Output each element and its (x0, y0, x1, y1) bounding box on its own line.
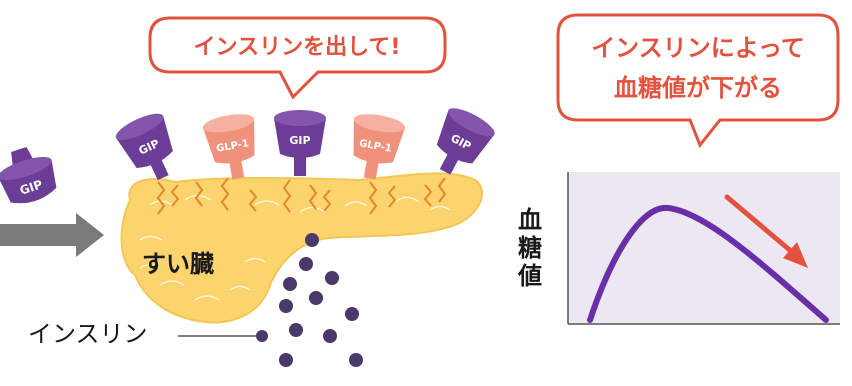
graph-y-label-3: 値 (517, 262, 542, 290)
insulin-dot (256, 330, 268, 342)
decrease-arrow (724, 194, 808, 268)
bubble-right-line1: インスリンによって (591, 34, 805, 62)
insulin-dot (349, 353, 363, 367)
insulin-dot (325, 271, 339, 285)
graph-y-label-2: 糖 (518, 234, 542, 262)
insulin-dot (279, 299, 293, 313)
insulin-dot (323, 329, 337, 343)
insulin-dot (305, 233, 319, 247)
bubble-right-line2: 血糖値が下がる (614, 74, 782, 102)
insulin-callout: インスリン (28, 320, 256, 348)
graph-y-label-1: 血 (518, 206, 542, 234)
insulin-dot (299, 257, 313, 271)
receptor-gip-1: GIP (115, 113, 173, 181)
bubble-left-text: インスリンを出して! (194, 35, 401, 60)
pancreas-label: すい臓 (142, 250, 214, 278)
input-arrow (0, 213, 104, 257)
insulin-dot (345, 307, 359, 321)
insulin-dot (289, 323, 303, 337)
pancreas: すい臓 (120, 172, 484, 324)
insulin-granules (256, 233, 363, 367)
speech-bubble-right: インスリンによって 血糖値が下がる (556, 13, 840, 148)
insulin-dot (309, 291, 323, 305)
receptor-gip-2-label: GIP (289, 134, 310, 147)
speech-bubble-left: インスリンを出して! (148, 16, 447, 100)
insulin-label: インスリン (28, 320, 148, 348)
receptor-gip-2: GIP (274, 110, 326, 176)
receptor-glp1-2: GLP-1 (353, 114, 406, 180)
insulin-dot (279, 353, 293, 367)
receptor-gip-3: GIP (436, 108, 495, 175)
signal-lines (156, 177, 447, 215)
receptor-glp1-1: GLP-1 (202, 114, 255, 180)
free-gip-label: GIP (18, 177, 44, 198)
blood-glucose-graph: 血 糖 値 (517, 172, 840, 325)
insulin-dot (283, 277, 297, 291)
glucose-curve (587, 204, 829, 323)
free-gip-hormone: GIP (0, 146, 57, 204)
